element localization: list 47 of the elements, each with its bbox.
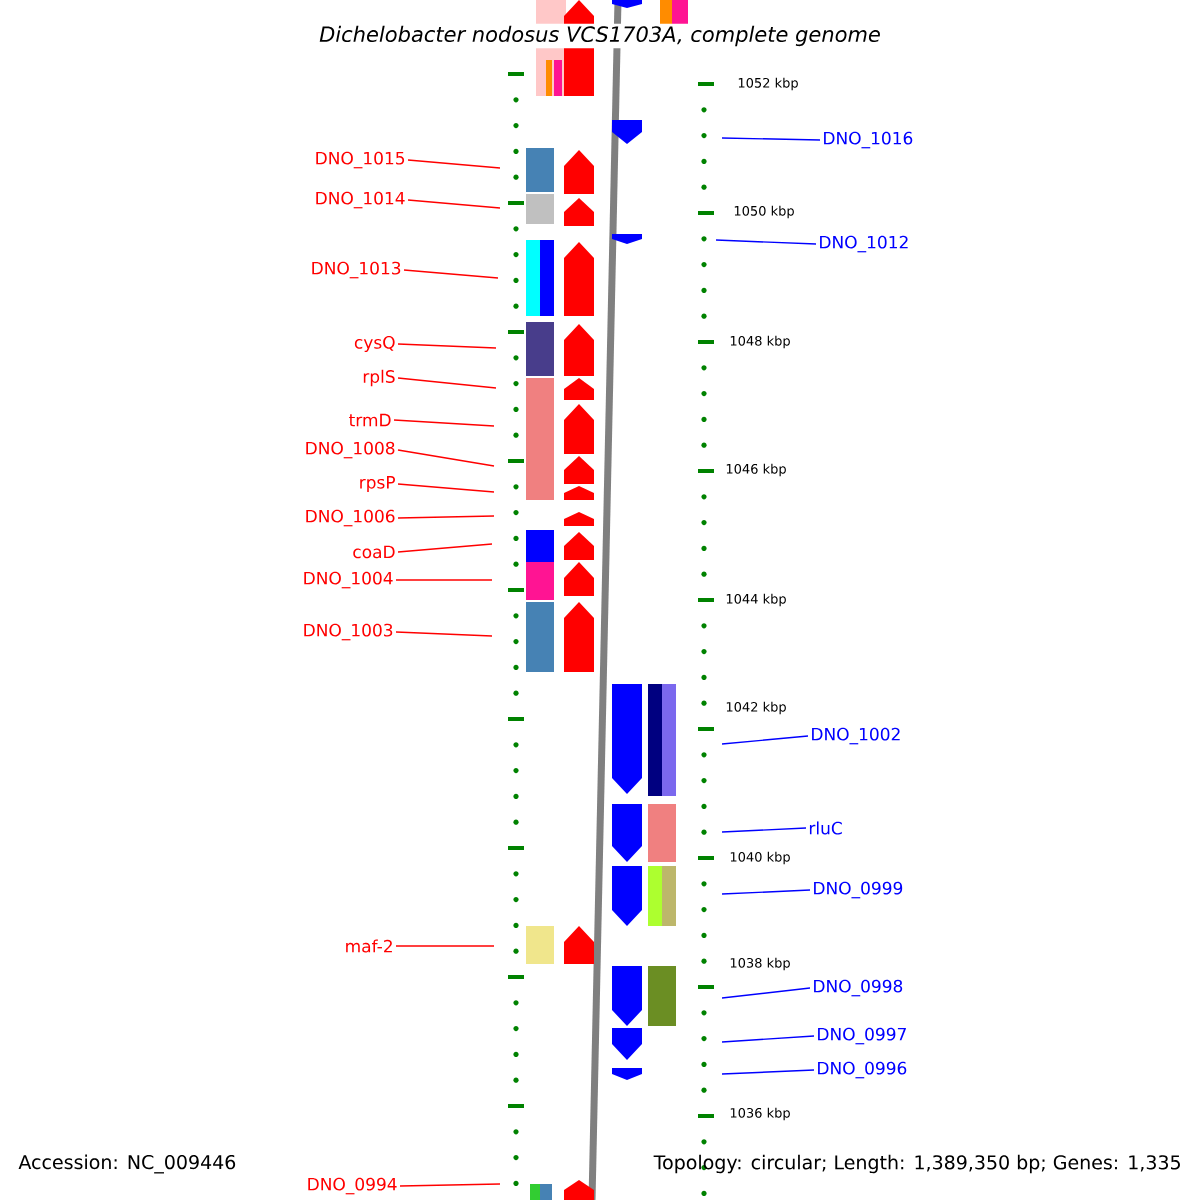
leader-line xyxy=(397,543,493,553)
leader-line xyxy=(399,1183,501,1187)
leader-line xyxy=(721,987,811,999)
gene-label: DNO_1002 xyxy=(812,727,900,745)
leader-line xyxy=(721,735,809,745)
gene-label: rluC xyxy=(809,821,842,835)
leader-line xyxy=(397,377,497,389)
gene-label: DNO_0999 xyxy=(814,881,903,899)
leader-line xyxy=(397,515,495,519)
title: Dichelobacter nodosus VCS1703A, complete genome xyxy=(317,23,883,49)
gene-label: DNO_0998 xyxy=(814,979,903,997)
gene-label: DNO_1004 xyxy=(304,571,393,589)
leader-line xyxy=(403,269,499,279)
leader-line xyxy=(407,199,501,209)
gene-label: trmD xyxy=(349,413,391,427)
leader-line xyxy=(407,159,501,169)
leader-line xyxy=(721,137,821,141)
gene-label: DNO_1013 xyxy=(312,261,401,279)
leader-line xyxy=(395,631,493,637)
gene-label: DNO_1008 xyxy=(306,441,395,459)
leader-line xyxy=(397,483,495,493)
gene-label: DNO_1016 xyxy=(824,131,913,149)
gene-label: DNO_0996 xyxy=(818,1061,907,1079)
leader-line xyxy=(715,239,817,245)
gene-label: DNO_1006 xyxy=(306,509,395,527)
gene-label: DNO_1003 xyxy=(304,623,393,641)
gene-label: DNO_1012 xyxy=(820,235,908,253)
leader-line xyxy=(721,889,811,895)
leader-line xyxy=(397,449,495,467)
genome-info-text: Topology: circular; Length: 1,389,350 bp; Genes: 1,335 xyxy=(653,1154,1180,1174)
leader-line xyxy=(721,827,807,833)
leader-line xyxy=(395,945,495,947)
gene-label: DNO_0994 xyxy=(308,1177,397,1195)
gene-label: coaD xyxy=(353,545,395,559)
gene-label: DNO_1014 xyxy=(316,191,405,209)
gene-label: rpsP xyxy=(360,476,395,492)
gene-label: rplS xyxy=(363,369,395,387)
leader-line xyxy=(393,419,495,427)
gene-label: maf-2 xyxy=(346,939,392,953)
leader-line xyxy=(721,1035,815,1043)
gene-label: cysQ xyxy=(354,335,395,353)
gene-label: DNO_1015 xyxy=(316,151,405,169)
accession-text: Accession: NC_009446 xyxy=(16,1152,239,1176)
leader-line xyxy=(721,1069,815,1075)
leader-line xyxy=(395,579,493,581)
gene-label: DNO_0997 xyxy=(818,1027,906,1045)
leader-line xyxy=(397,343,497,349)
